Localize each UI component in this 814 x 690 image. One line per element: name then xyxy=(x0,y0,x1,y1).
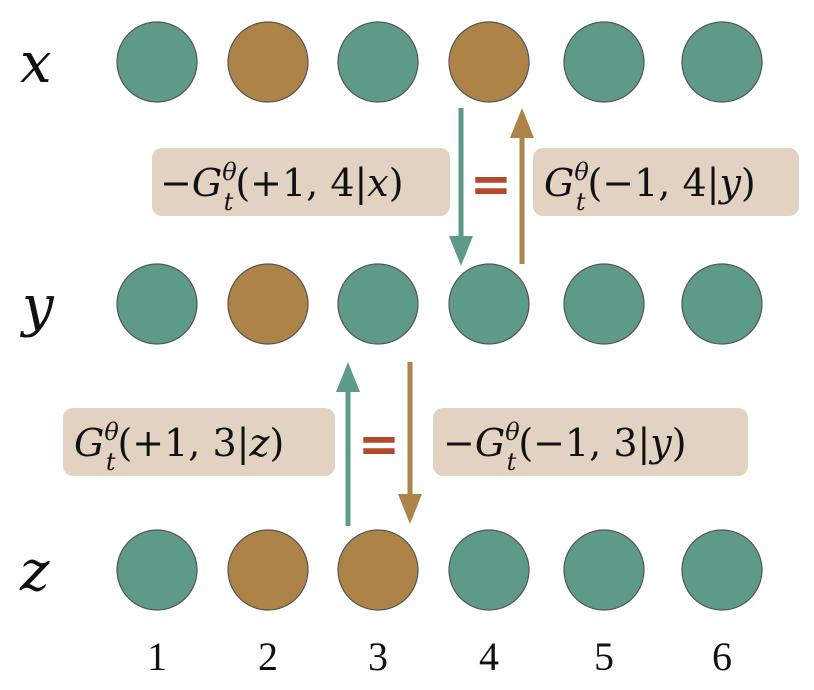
state-circle-x-4-ochre xyxy=(448,21,530,103)
eq2-right-box xyxy=(433,408,748,476)
state-circle-y-5-teal xyxy=(563,263,645,345)
eq2-up-arrowhead xyxy=(336,362,360,392)
eq1-up-arrowhead xyxy=(510,108,534,138)
eq2-left-sup: θ xyxy=(104,418,119,446)
state-circle-x-1-teal xyxy=(116,21,198,103)
state-circle-z-2-ochre xyxy=(227,529,309,611)
eq1-down-arrowhead xyxy=(449,236,473,266)
position-label-1: 1 xyxy=(147,634,167,679)
state-circle-z-1-teal xyxy=(116,529,198,611)
state-circle-x-5-teal xyxy=(563,21,645,103)
eq2-equals-sign: = xyxy=(358,415,400,473)
eq2-left-args: (+1, 3| xyxy=(117,421,249,465)
eq2-right-var: y xyxy=(648,421,672,465)
eq2-left-box xyxy=(63,408,335,476)
state-circles xyxy=(116,21,763,611)
row-label-x: x xyxy=(20,31,52,96)
state-circle-y-1-teal xyxy=(116,263,198,345)
eq1-right-sub: t xyxy=(576,188,586,216)
position-indices: 1 2 3 4 5 6 xyxy=(147,634,732,679)
eq2-left-symbol: G xyxy=(74,421,104,465)
eq2-left-sub: t xyxy=(106,448,116,476)
position-label-5: 5 xyxy=(594,634,614,679)
eq2-left-var: z xyxy=(248,421,270,465)
eq1-right-symbol: G xyxy=(544,161,574,205)
eq1-left-box xyxy=(152,148,450,216)
eq1-left-sub: t xyxy=(224,188,234,216)
row-label-y: y xyxy=(19,274,55,339)
eq2-right-symbol: G xyxy=(475,421,505,465)
state-circle-y-2-ochre xyxy=(227,263,309,345)
eq1-left-var: x xyxy=(367,161,388,205)
eq2-right-close: ) xyxy=(672,421,687,465)
eq1-equals-sign: = xyxy=(470,155,512,213)
state-circle-z-3-ochre xyxy=(337,529,419,611)
state-circle-y-6-teal xyxy=(681,263,763,345)
eq1-right-sup: θ xyxy=(574,158,589,186)
eq1-right-args: (−1, 4| xyxy=(587,161,719,205)
eq2-left-close: ) xyxy=(269,421,284,465)
state-circle-z-4-teal xyxy=(448,529,530,611)
eq1-right-var: y xyxy=(717,161,741,205)
position-label-4: 4 xyxy=(479,634,499,679)
eq2-down-arrowhead xyxy=(398,494,422,524)
eq1-left-sign: − xyxy=(160,161,192,205)
position-label-2: 2 xyxy=(258,634,278,679)
eq1-left-close: ) xyxy=(389,161,404,205)
row-label-z: z xyxy=(19,539,50,604)
eq1-left-sup: θ xyxy=(222,158,237,186)
position-label-3: 3 xyxy=(368,634,388,679)
eq1-left-symbol: G xyxy=(192,161,222,205)
state-circle-y-4-teal xyxy=(448,263,530,345)
state-circle-z-6-teal xyxy=(681,529,763,611)
eq2-right-args: (−1, 3| xyxy=(518,421,650,465)
eq2-right-sub: t xyxy=(507,448,517,476)
eq2-right-sup: θ xyxy=(505,418,520,446)
state-circle-x-2-ochre xyxy=(227,21,309,103)
eq1-left-args: (+1, 4| xyxy=(235,161,367,205)
state-circle-z-5-teal xyxy=(563,529,645,611)
state-circle-x-6-teal xyxy=(681,21,763,103)
state-circle-x-3-teal xyxy=(337,21,419,103)
eq2-right-sign: − xyxy=(443,421,475,465)
eq1-right-box xyxy=(533,148,799,216)
state-circle-y-3-teal xyxy=(337,263,419,345)
eq1-right-close: ) xyxy=(741,161,756,205)
position-label-6: 6 xyxy=(712,634,732,679)
